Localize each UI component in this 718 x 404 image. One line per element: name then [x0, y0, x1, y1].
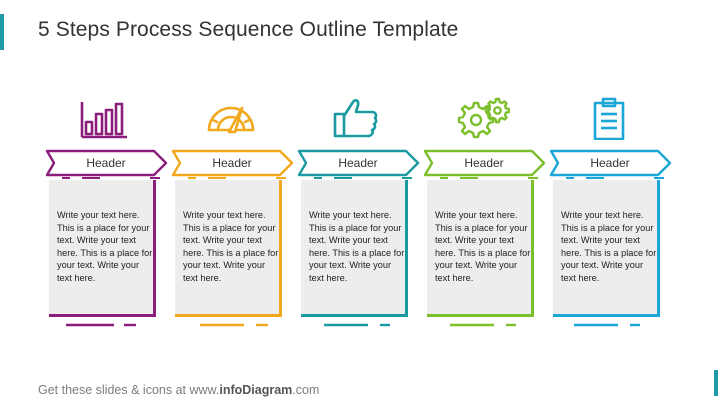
step-4-side-line	[531, 180, 534, 316]
step-5-header: Header	[590, 156, 630, 170]
step-1-bottom-dashes	[66, 323, 136, 327]
step-1-text: Write your text here. This is a place fo…	[57, 210, 153, 283]
step-1-header: Header	[86, 156, 126, 170]
step-1-top-dashes	[62, 177, 160, 179]
step-2-header-arrow	[171, 149, 294, 177]
step-4-bottom-dashes	[450, 323, 516, 327]
step-2-text-box	[175, 180, 281, 316]
step-5-text-box	[553, 180, 659, 316]
page-title: 5 Steps Process Sequence Outline Templat…	[38, 18, 459, 41]
step-4: Header Write your text here. This is a p…	[422, 96, 546, 336]
title-accent-bar	[0, 14, 4, 50]
step-2-side-line	[279, 180, 282, 316]
step-3-bottom-dashes	[324, 323, 390, 327]
step-3-side-line	[405, 180, 408, 316]
step-2-header: Header	[212, 156, 252, 170]
step-4-top-dashes	[440, 177, 538, 179]
footer-credit: Get these slides & icons at www.infoDiag…	[38, 383, 319, 397]
step-3-header: Header	[338, 156, 378, 170]
step-2: Header Write your text here. This is a p…	[170, 96, 294, 336]
clipboard-icon	[582, 96, 636, 141]
step-4-header-arrow	[423, 149, 546, 177]
step-2-bottom-line	[175, 314, 282, 317]
step-1-header-arrow	[45, 149, 168, 177]
step-3-header-arrow	[297, 149, 420, 177]
step-1-side-line	[153, 180, 156, 316]
step-3-text-box	[301, 180, 407, 316]
bar-chart-icon	[78, 96, 132, 140]
step-5-bottom-line	[553, 314, 660, 317]
thumbs-up-icon	[330, 96, 384, 140]
footer-prefix: Get these slides & icons at www.	[38, 383, 220, 397]
step-3-text: Write your text here. This is a place fo…	[309, 210, 405, 283]
step-5-side-line	[657, 180, 660, 316]
step-4-bottom-line	[427, 314, 534, 317]
step-5: Header Write your text here. This is a p…	[548, 96, 672, 336]
step-4-text-box	[427, 180, 533, 316]
footer-brand: infoDiagram	[219, 383, 293, 397]
step-4-text: Write your text here. This is a place fo…	[435, 210, 531, 283]
gears-icon	[456, 96, 511, 140]
step-5-text: Write your text here. This is a place fo…	[561, 210, 657, 283]
step-3: Header Write your text here. This is a p…	[296, 96, 420, 336]
step-3-bottom-line	[301, 314, 408, 317]
gauge-icon	[204, 96, 258, 140]
step-1: Header Write your text here. This is a p…	[44, 96, 168, 336]
corner-accent-bar	[714, 370, 718, 396]
step-5-header-arrow	[549, 149, 672, 177]
footer-suffix: .com	[292, 383, 320, 397]
step-5-top-dashes	[566, 177, 664, 179]
step-2-bottom-dashes	[200, 323, 268, 327]
step-1-bottom-line	[49, 314, 156, 317]
step-3-top-dashes	[314, 177, 412, 179]
step-4-header: Header	[464, 156, 504, 170]
step-5-bottom-dashes	[574, 323, 640, 327]
step-2-top-dashes	[188, 177, 286, 179]
step-2-text: Write your text here. This is a place fo…	[183, 210, 279, 283]
step-1-text-box	[49, 180, 155, 316]
